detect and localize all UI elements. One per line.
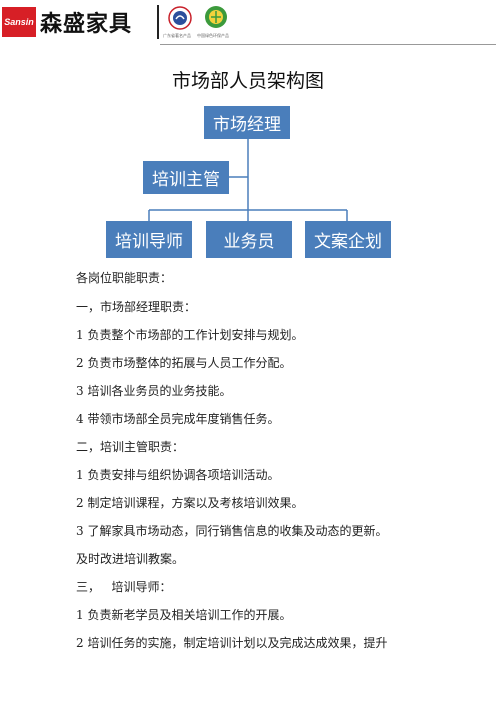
org-node-market-manager: 市场经理 bbox=[204, 106, 290, 139]
supervisor-duty-1: 1 负责安排与组织协调各项培训活动。 bbox=[76, 468, 280, 482]
header-rule bbox=[160, 44, 496, 45]
manager-duty-2: 2 负责市场整体的拓展与人员工作分配。 bbox=[76, 356, 292, 370]
header-divider bbox=[157, 5, 159, 39]
section-heading-supervisor: 二，培训主管职责： bbox=[76, 440, 185, 454]
manager-duty-4: 4 带领市场部全员完成年度销售任务。 bbox=[76, 412, 280, 426]
manager-duty-3: 3 培训各业务员的业务技能。 bbox=[76, 384, 232, 398]
supervisor-duty-2: 2 制定培训课程，方案以及考核培训效果。 bbox=[76, 496, 304, 510]
supervisor-duty-3-cont: 及时改进培训教案。 bbox=[76, 552, 185, 566]
brand-name: 森盛家具 bbox=[40, 12, 133, 37]
badge1-caption: 广东省著名产品 bbox=[163, 33, 191, 38]
page-title: 市场部人员架构图 bbox=[171, 70, 324, 92]
famous-product-badge-icon bbox=[168, 6, 192, 30]
section-heading-manager: 一，市场部经理职责： bbox=[76, 300, 197, 314]
trainer-duty-1: 1 负责新老学员及相关培训工作的开展。 bbox=[76, 608, 292, 622]
org-node-salesperson: 业务员 bbox=[206, 221, 292, 258]
paragraph-heading: 各岗位职能职责： bbox=[76, 271, 173, 285]
sansin-logo: Sansin bbox=[2, 7, 36, 37]
org-node-training-supervisor: 培训主管 bbox=[143, 161, 229, 194]
section-heading-trainer: 三， 培训导师： bbox=[76, 580, 172, 594]
supervisor-duty-3: 3 了解家具市场动态，同行销售信息的收集及动态的更新。 bbox=[76, 524, 388, 538]
trainer-duty-2: 2 培训任务的实施，制定培训计划以及完成达成效果，提升 bbox=[76, 636, 388, 650]
org-node-trainer: 培训导师 bbox=[106, 221, 192, 258]
badge2-caption: 中国绿色环保产品 bbox=[197, 33, 229, 38]
org-node-copywriting: 文案企划 bbox=[305, 221, 391, 258]
manager-duty-1: 1 负责整个市场部的工作计划安排与规划。 bbox=[76, 328, 304, 342]
green-product-badge-icon bbox=[205, 6, 227, 28]
page-header: Sansin 森盛家具 广东省著名产品 中国绿色环保产品 bbox=[0, 0, 496, 46]
